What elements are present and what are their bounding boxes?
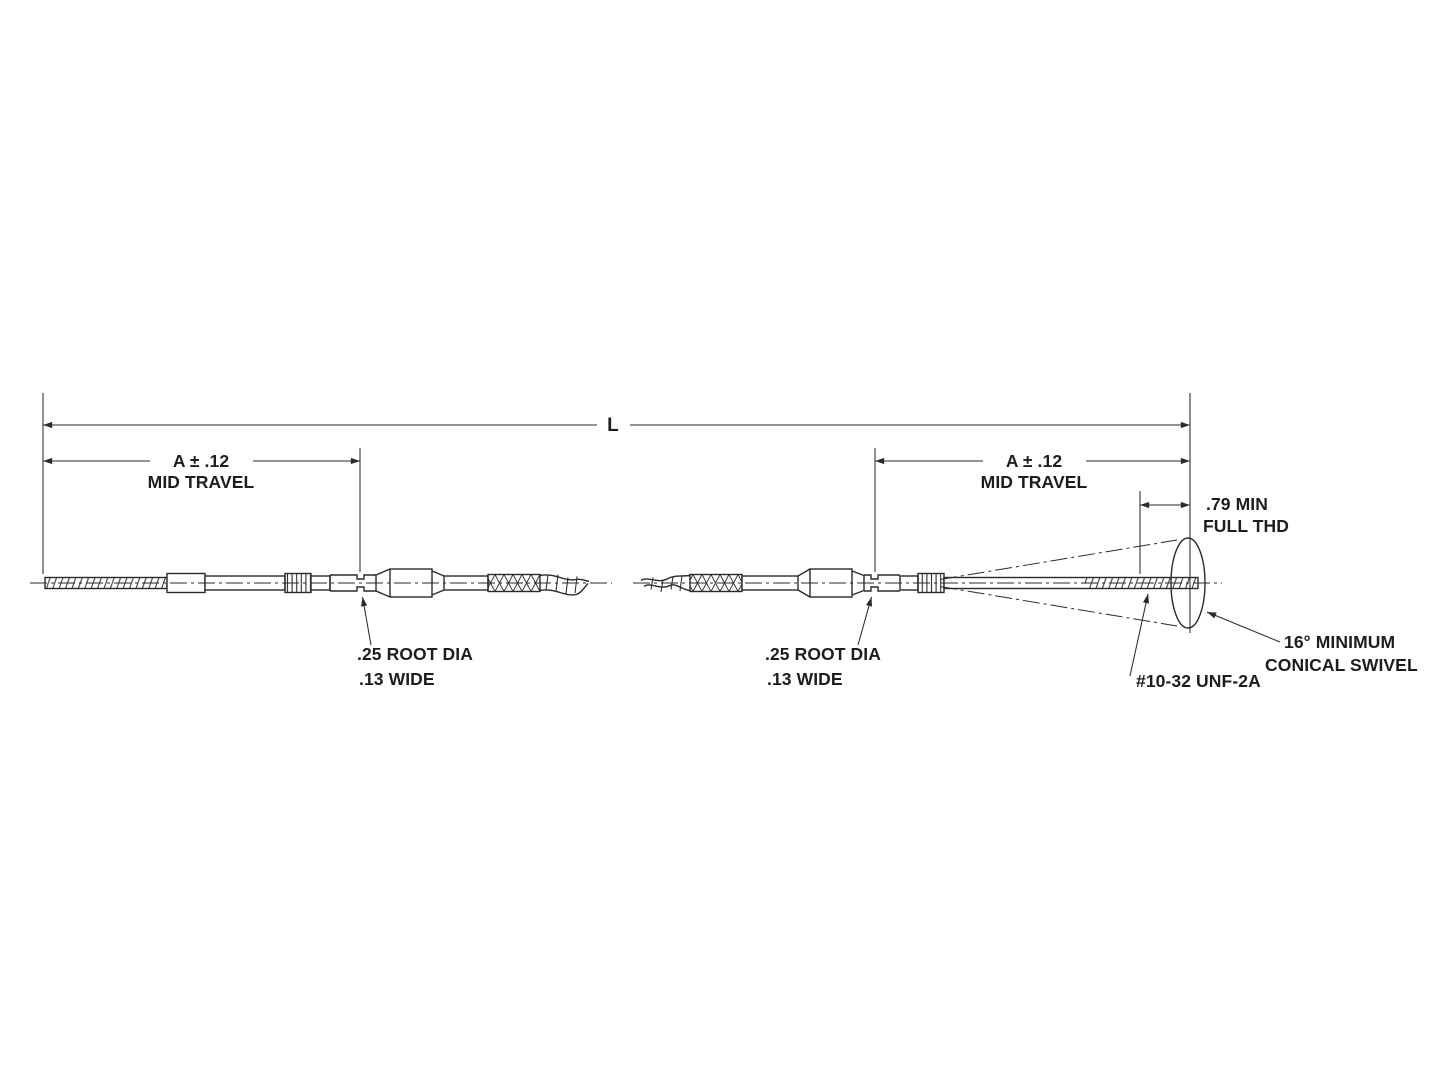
- callout-left-groove: .25 ROOT DIA .13 WIDE: [357, 596, 473, 689]
- right-body-cone-back: [851, 570, 865, 596]
- swivel-cone-lines: [939, 539, 1178, 627]
- dim-label-overall-length: L: [607, 415, 619, 436]
- dim-label-left-mid-travel-caption: MID TRAVEL: [148, 472, 255, 492]
- right-tube: [741, 575, 799, 591]
- callout-right-groove-line1: .25 ROOT DIA: [765, 644, 881, 664]
- dim-label-full-thread-line1: .79 MIN: [1206, 494, 1268, 514]
- leader-left-groove: [361, 596, 372, 646]
- leader-thread-spec: [1129, 593, 1150, 677]
- left-tube: [204, 575, 286, 591]
- dimension-left-mid-travel: A ± .12 MID TRAVEL: [43, 451, 360, 492]
- callout-conical-swivel: 16° MINIMUM CONICAL SWIVEL: [1206, 611, 1418, 675]
- right-cable-tail: [640, 574, 691, 592]
- right-body-cone-front: [797, 568, 811, 598]
- swivel-cone-base-ellipse: [1170, 537, 1206, 629]
- dimension-overall-length: L: [43, 415, 1190, 436]
- right-cable-tail-strands: [650, 575, 683, 593]
- callout-conical-swivel-line1: 16° MINIMUM: [1284, 632, 1395, 652]
- callout-left-groove-line2: .13 WIDE: [359, 669, 435, 689]
- dim-label-right-mid-travel-caption: MID TRAVEL: [981, 472, 1088, 492]
- dimension-right-mid-travel: A ± .12 MID TRAVEL: [875, 451, 1190, 492]
- left-groove-section: [329, 574, 377, 592]
- dim-label-left-mid-travel-value: A ± .12: [173, 451, 230, 471]
- callout-right-groove: .25 ROOT DIA .13 WIDE: [765, 596, 881, 689]
- dim-label-full-thread-line2: FULL THD: [1203, 516, 1289, 536]
- leader-right-groove: [857, 596, 873, 646]
- left-cable-tail: [539, 574, 590, 596]
- leader-conical-swivel: [1206, 611, 1281, 643]
- callout-right-groove-line2: .13 WIDE: [767, 669, 843, 689]
- left-body-cone-front: [375, 568, 391, 598]
- left-body-cone-back: [431, 570, 445, 596]
- dimension-full-thread: .79 MIN FULL THD: [1140, 494, 1289, 536]
- conical-swivel-envelope: [939, 537, 1206, 629]
- callout-thread-spec-label: #10-32 UNF-2A: [1136, 671, 1261, 691]
- callout-conical-swivel-line2: CONICAL SWIVEL: [1265, 655, 1418, 675]
- callout-left-groove-line1: .25 ROOT DIA: [357, 644, 473, 664]
- callout-thread-spec: #10-32 UNF-2A: [1129, 593, 1261, 691]
- dim-label-right-mid-travel-value: A ± .12: [1006, 451, 1063, 471]
